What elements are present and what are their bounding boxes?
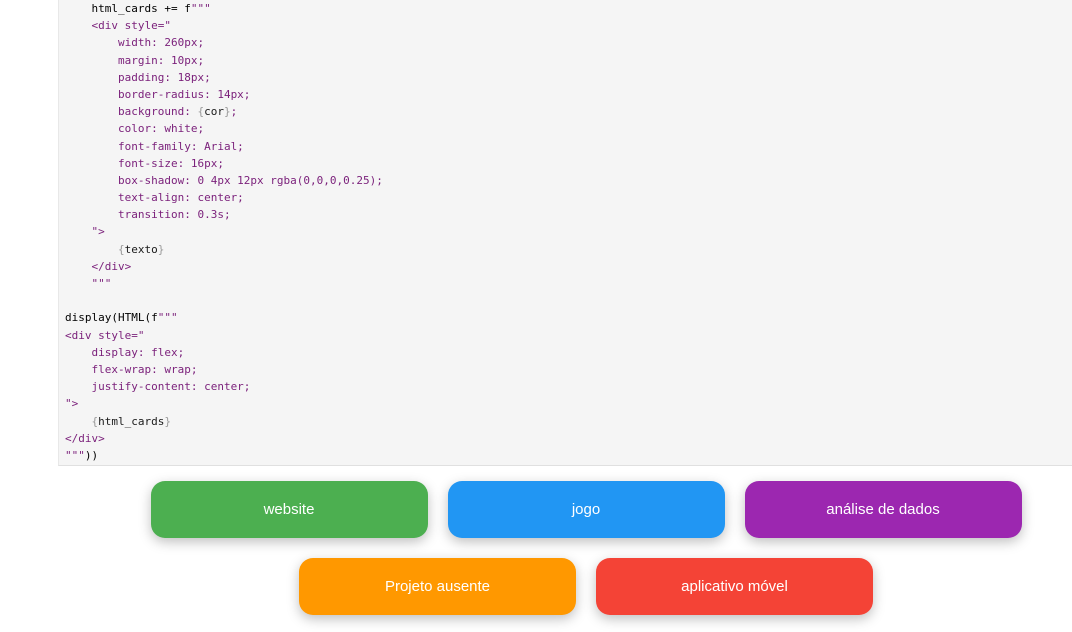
code-line: flex-wrap: wrap;	[65, 361, 383, 378]
code-line: border-radius: 14px;	[65, 86, 383, 103]
code-token: justify-content: center;	[65, 380, 251, 394]
project-card: jogo	[447, 481, 725, 538]
code-line: display(HTML(f"""	[65, 309, 383, 326]
code-line: background: {cor};	[65, 103, 383, 120]
code-token: """	[157, 311, 178, 325]
code-line	[65, 292, 383, 309]
code-token: ">	[65, 397, 79, 411]
code-token: {	[91, 414, 99, 428]
code-token: flex-wrap: wrap;	[65, 362, 198, 376]
code-token: color: white;	[65, 122, 205, 136]
code-line: ">	[65, 223, 383, 240]
code-token: ;	[230, 105, 238, 119]
code-token: </div>	[65, 259, 132, 273]
code-line: <div style="	[65, 327, 383, 344]
code-token: ))	[84, 448, 99, 462]
project-card: website	[150, 481, 428, 538]
code-token: texto	[124, 242, 158, 256]
code-token: font-size: 16px;	[65, 156, 224, 170]
code-line: html_cards += f"""	[65, 0, 383, 17]
code-cell[interactable]: html_cards += f""" <div style=" width: 2…	[58, 0, 1072, 466]
code-token: {	[197, 105, 205, 119]
code-line: """	[65, 275, 383, 292]
project-card: análise de dados	[744, 481, 1022, 538]
code-line: text-align: center;	[65, 189, 383, 206]
code-line: justify-content: center;	[65, 378, 383, 395]
code-token: }	[157, 242, 165, 256]
code-line: display: flex;	[65, 344, 383, 361]
code-line: font-family: Arial;	[65, 138, 383, 155]
code-line: width: 260px;	[65, 34, 383, 51]
code-token: text-align: center;	[65, 191, 244, 205]
code-token: </div>	[65, 431, 105, 445]
code-token: """	[65, 448, 85, 462]
code-line: """))	[65, 447, 383, 464]
code-token: }	[164, 414, 171, 428]
code-token: padding: 18px;	[65, 70, 211, 84]
code-token: display: flex;	[65, 345, 185, 359]
code-token: width: 260px;	[65, 36, 205, 50]
code-line: </div>	[65, 258, 383, 275]
code-editor[interactable]: html_cards += f""" <div style=" width: 2…	[65, 0, 383, 464]
code-token: html_cards	[98, 414, 165, 428]
code-line: transition: 0.3s;	[65, 206, 383, 223]
code-token: """	[65, 277, 112, 290]
code-token: box-shadow: 0 4px 12px rgba(0,0,0,0.25);	[65, 173, 383, 187]
code-token: }	[223, 105, 231, 119]
code-line: {texto}	[65, 241, 383, 258]
code-token: transition: 0.3s;	[65, 208, 231, 222]
code-line: {html_cards}	[65, 413, 383, 430]
code-line: padding: 18px;	[65, 69, 383, 86]
project-card: Projeto ausente	[299, 558, 576, 615]
code-token: font-family: Arial;	[65, 139, 244, 153]
code-token: <div style="	[65, 328, 145, 342]
code-token: {	[117, 242, 125, 256]
code-line: <div style="	[65, 17, 383, 34]
code-token: border-radius: 14px;	[65, 87, 251, 101]
code-token	[65, 243, 118, 256]
code-token: ">	[65, 225, 105, 239]
code-token: cor	[204, 105, 224, 119]
code-line: ">	[65, 395, 383, 412]
code-token: html_cards += f	[65, 2, 191, 15]
code-token: """	[190, 2, 211, 15]
code-token: background:	[65, 105, 198, 119]
code-line: box-shadow: 0 4px 12px rgba(0,0,0,0.25);	[65, 172, 383, 189]
code-token: margin: 10px;	[65, 53, 205, 67]
code-line: margin: 10px;	[65, 52, 383, 69]
code-line: color: white;	[65, 120, 383, 137]
code-token	[65, 415, 92, 428]
project-card: aplicativo móvel	[596, 558, 873, 615]
code-line: font-size: 16px;	[65, 155, 383, 172]
code-token: <div style="	[65, 19, 171, 33]
code-token: display(HTML(f	[65, 311, 158, 325]
code-line: </div>	[65, 430, 383, 447]
